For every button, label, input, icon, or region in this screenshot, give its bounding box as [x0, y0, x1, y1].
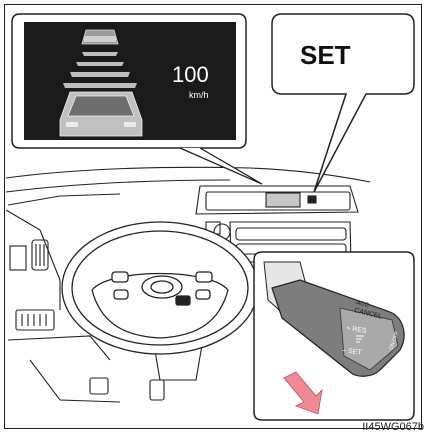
- display-inset: 100 km/h: [12, 14, 262, 184]
- own-vehicle-icon: [60, 92, 142, 136]
- set-callout-label: SET: [300, 40, 351, 70]
- cruise-lever-small: [176, 296, 190, 305]
- steering-wheel: [62, 222, 258, 354]
- set-indicator: [308, 196, 316, 203]
- center-display: [266, 193, 300, 207]
- lever-inset: ACC CANCEL + RES – SET ON-OFF: [254, 252, 414, 420]
- set-callout: SET: [272, 14, 414, 192]
- speed-unit: km/h: [189, 90, 209, 100]
- figure-code: II45WG067b: [362, 421, 424, 433]
- speed-value: 100: [172, 62, 209, 87]
- preceding-vehicle-icon: [82, 30, 118, 44]
